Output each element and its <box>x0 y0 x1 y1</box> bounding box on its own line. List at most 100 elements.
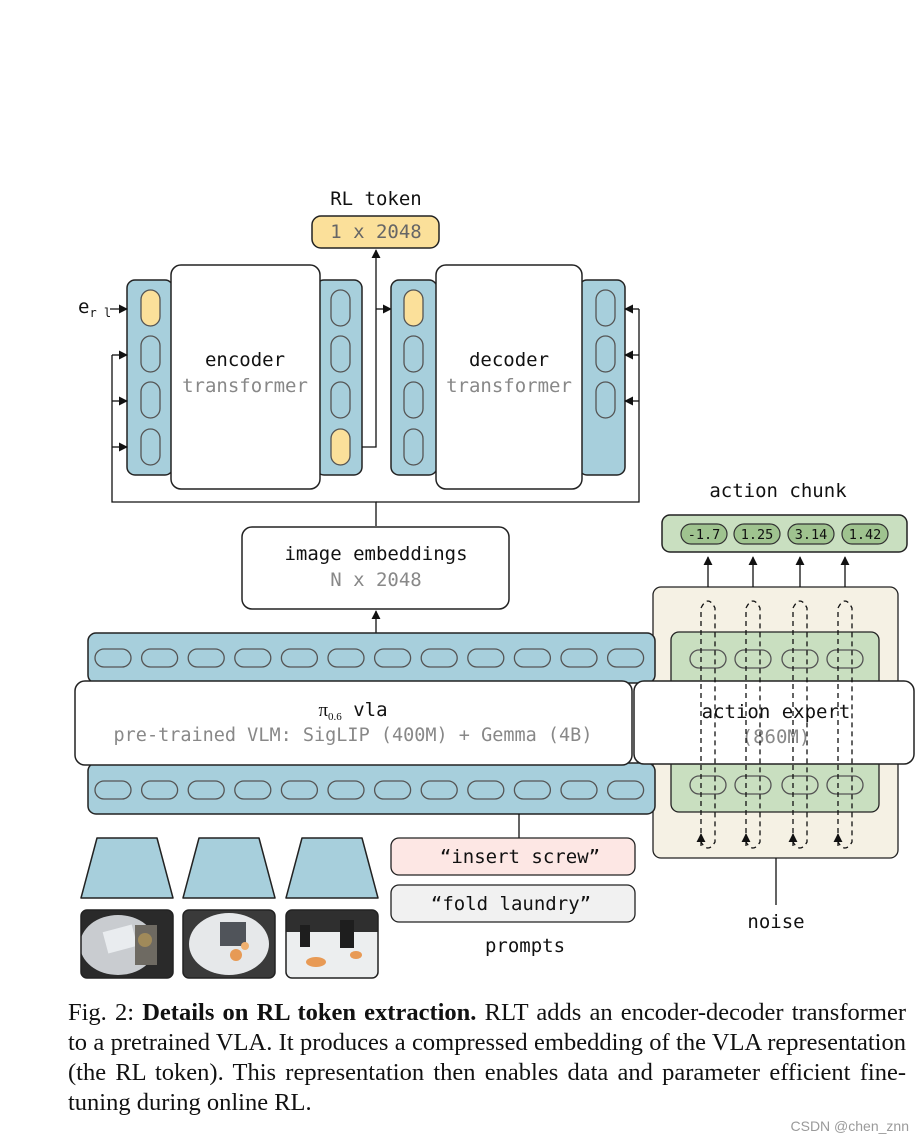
decoder-output-token <box>595 335 616 373</box>
decoder-output-token <box>595 289 616 327</box>
embedding-feed-line <box>111 355 377 526</box>
vla-token <box>280 780 319 800</box>
action-chunk-title: action chunk <box>709 480 847 502</box>
rl-token-title: RL token <box>330 188 422 210</box>
action-chunk-values: -1.7 1.25 3.14 1.42 <box>680 523 889 545</box>
action-expert-token <box>781 775 819 795</box>
figure-caption: Fig. 2: Details on RL token extraction. … <box>68 998 906 1118</box>
prompt-fold-laundry-text: “fold laundry” <box>431 893 591 915</box>
action-value-text: -1.7 <box>688 527 721 543</box>
encoder-label: encoder <box>205 349 285 371</box>
vla-token <box>373 780 412 800</box>
rl-token-arrow <box>362 249 381 448</box>
image-embeddings-label: image embeddings <box>284 543 467 565</box>
vla-token <box>420 780 458 800</box>
vla-token <box>234 648 272 668</box>
rl-token-diagram: RL token 1 x 2048 encoder transformer er… <box>74 188 915 979</box>
caption-prefix: Fig. 2: <box>68 999 143 1026</box>
action-expert-size: (860M) <box>742 726 811 748</box>
action-value-text: 3.14 <box>795 527 828 543</box>
camera-image-3-frame <box>285 909 379 979</box>
prompt-insert-screw-text: “insert screw” <box>440 846 600 868</box>
vla-token <box>94 648 132 668</box>
encoder-rl-input-token <box>140 289 161 327</box>
camera-image-3 <box>286 910 378 978</box>
vla-subtitle: pre-trained VLM: SigLIP (400M) + Gemma (… <box>114 725 593 746</box>
noise-label: noise <box>747 911 804 933</box>
action-value-pill <box>733 523 781 545</box>
encoder-rl-input-label: er l <box>78 296 111 320</box>
decoder-feed-line <box>376 309 640 503</box>
action-value-pill <box>841 523 889 545</box>
vla-token <box>187 648 225 668</box>
decoder-label: decoder <box>469 349 549 371</box>
image-embeddings-size: N x 2048 <box>330 569 422 591</box>
action-expert-label: action expert <box>702 701 851 723</box>
action-expert-flow-paths <box>696 556 853 849</box>
camera-image-1 <box>81 910 173 978</box>
vla-token <box>420 648 458 668</box>
action-expert-box <box>633 680 915 765</box>
encoder-input-token <box>140 428 161 466</box>
action-expert-flow-loop <box>792 600 808 849</box>
image-encoder-shape <box>285 837 379 899</box>
decoder-rl-input-token <box>403 289 424 327</box>
action-chunk-box <box>661 514 908 553</box>
action-value-pill <box>787 523 835 545</box>
rl-token-box <box>311 215 440 249</box>
caption-bold-title: Details on RL token extraction. <box>142 999 477 1026</box>
vla-token <box>140 780 179 800</box>
action-expert-token <box>781 649 819 669</box>
decoder-output-token <box>595 381 616 419</box>
vla-token <box>373 648 412 668</box>
vla-token <box>606 780 645 800</box>
action-expert-token <box>826 649 864 669</box>
vla-title: π0.6 vla <box>318 699 387 723</box>
action-expert-token <box>689 775 727 795</box>
vla-token <box>94 780 132 800</box>
camera-image-1-frame <box>80 909 174 979</box>
vla-token <box>234 780 272 800</box>
action-value-text: 1.42 <box>849 527 882 543</box>
action-expert-flow-loop <box>700 600 716 849</box>
vla-box <box>74 680 633 766</box>
rl-token-value: 1 x 2048 <box>330 221 422 243</box>
vla-top-tokens <box>94 648 645 668</box>
prompt-insert-screw <box>390 837 636 876</box>
vla-bottom-tokens <box>94 780 645 800</box>
caption-text: RLT adds an encoder-decoder transformer … <box>68 999 906 1116</box>
vla-token <box>327 648 365 668</box>
vla-token <box>467 780 505 800</box>
action-expert-token <box>826 775 864 795</box>
encoder-input-token <box>140 335 161 373</box>
prompts-label: prompts <box>485 935 565 957</box>
vla-token <box>513 648 552 668</box>
encoder-rl-output-token <box>330 428 351 466</box>
action-value-text: 1.25 <box>741 527 774 543</box>
action-expert-token <box>734 649 772 669</box>
encoder-transformer-box <box>170 264 321 490</box>
decoder-input-token <box>403 381 424 419</box>
camera-image-2 <box>183 910 275 978</box>
action-expert-token <box>734 775 772 795</box>
vla-token <box>467 648 505 668</box>
decoder-input-token <box>403 428 424 466</box>
action-expert-tokens <box>689 649 864 795</box>
watermark: CSDN @chen_znn <box>790 1118 910 1134</box>
action-expert-flow-loop <box>745 600 761 849</box>
action-value-pill <box>680 523 728 545</box>
vla-token <box>187 780 225 800</box>
vla-token <box>327 780 365 800</box>
encoder-output-token <box>330 335 351 373</box>
camera-image-2-frame <box>182 909 276 979</box>
vla-token <box>606 648 645 668</box>
vla-token <box>513 780 552 800</box>
decoder-input-token <box>403 335 424 373</box>
decoder-label-sub: transformer <box>446 375 572 397</box>
vla-token <box>560 648 598 668</box>
prompt-fold-laundry <box>390 884 636 923</box>
vla-token <box>560 780 598 800</box>
encoder-input-token <box>140 381 161 419</box>
image-embeddings-box <box>241 526 510 610</box>
image-encoder-shape <box>182 837 276 899</box>
